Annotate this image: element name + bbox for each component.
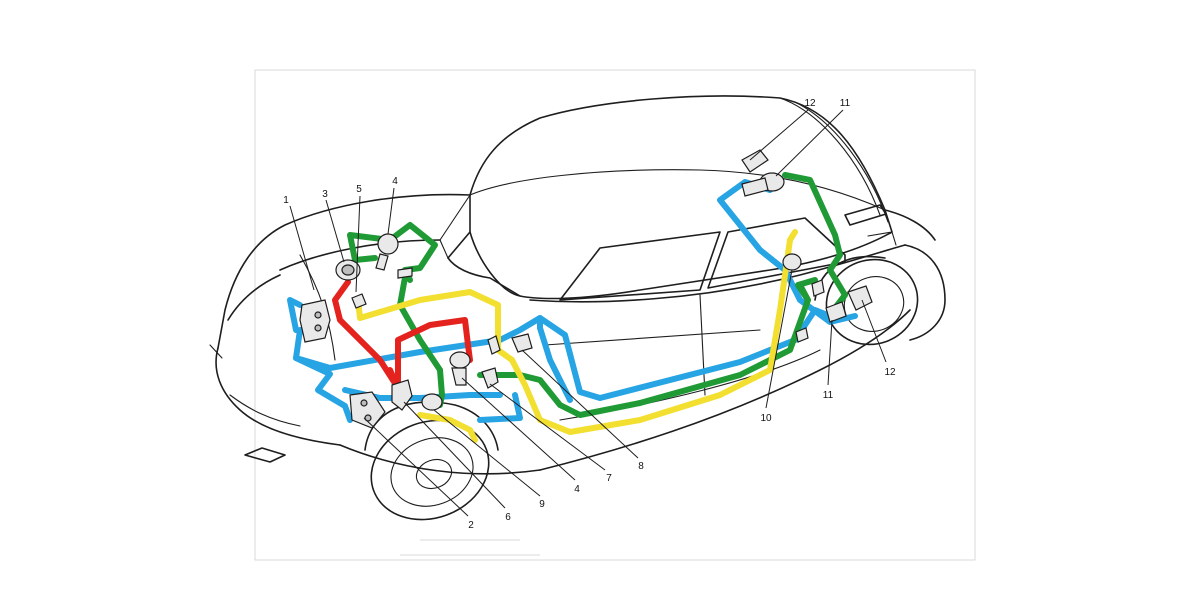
callout-7: 7: [606, 473, 612, 484]
front-brake-block: [299, 299, 331, 343]
valve-5: [351, 293, 367, 309]
callout-4-bottom: 4: [574, 484, 580, 495]
valve-7: [481, 367, 499, 389]
green-pipe-circuit: [347, 172, 848, 418]
callout-5: 5: [356, 184, 362, 195]
callout-12-bottom: 12: [884, 367, 896, 378]
t-junction: [397, 267, 413, 279]
blue-pipe-circuit: [287, 179, 858, 423]
rear-cylinder-12-upper: [741, 149, 769, 173]
rear-cylinder-11-lower: [825, 301, 847, 323]
callout-6: 6: [505, 512, 511, 523]
cylinder-9: [421, 393, 443, 411]
callout-leaders: [289, 109, 887, 517]
rear-junction: [811, 279, 825, 297]
master-cylinder: [391, 379, 413, 411]
rear-valve-10: [782, 253, 802, 271]
callout-1: 1: [283, 195, 289, 206]
front-wheel: [364, 401, 499, 521]
valve-red: [487, 335, 501, 355]
rear-suspension-arm: [844, 204, 887, 226]
hydraulic-components: [299, 149, 887, 429]
callout-3: 3: [322, 189, 328, 200]
callout-11-top: 11: [840, 98, 851, 109]
callout-10: 10: [760, 413, 772, 424]
car-body-outline: [209, 95, 946, 475]
junction-8: [511, 333, 533, 353]
rear-small-valve: [795, 327, 809, 343]
pressure-regulator: [449, 351, 471, 369]
rear-brake-12-lower: [847, 285, 873, 311]
callout-2: 2: [468, 520, 474, 531]
callout-12-top: 12: [804, 98, 816, 109]
callout-8: 8: [638, 461, 644, 472]
callout-4-top: 4: [392, 176, 398, 187]
scan-background-marks: [254, 69, 976, 561]
callout-11-bottom: 11: [823, 390, 834, 401]
callout-9: 9: [539, 499, 545, 510]
front-caliper: [349, 391, 386, 429]
callout-labels: 1 3 5 4 2 6 9 4 7 8 10 11 12 11 12: [283, 98, 896, 531]
accumulator-sphere: [377, 233, 399, 255]
